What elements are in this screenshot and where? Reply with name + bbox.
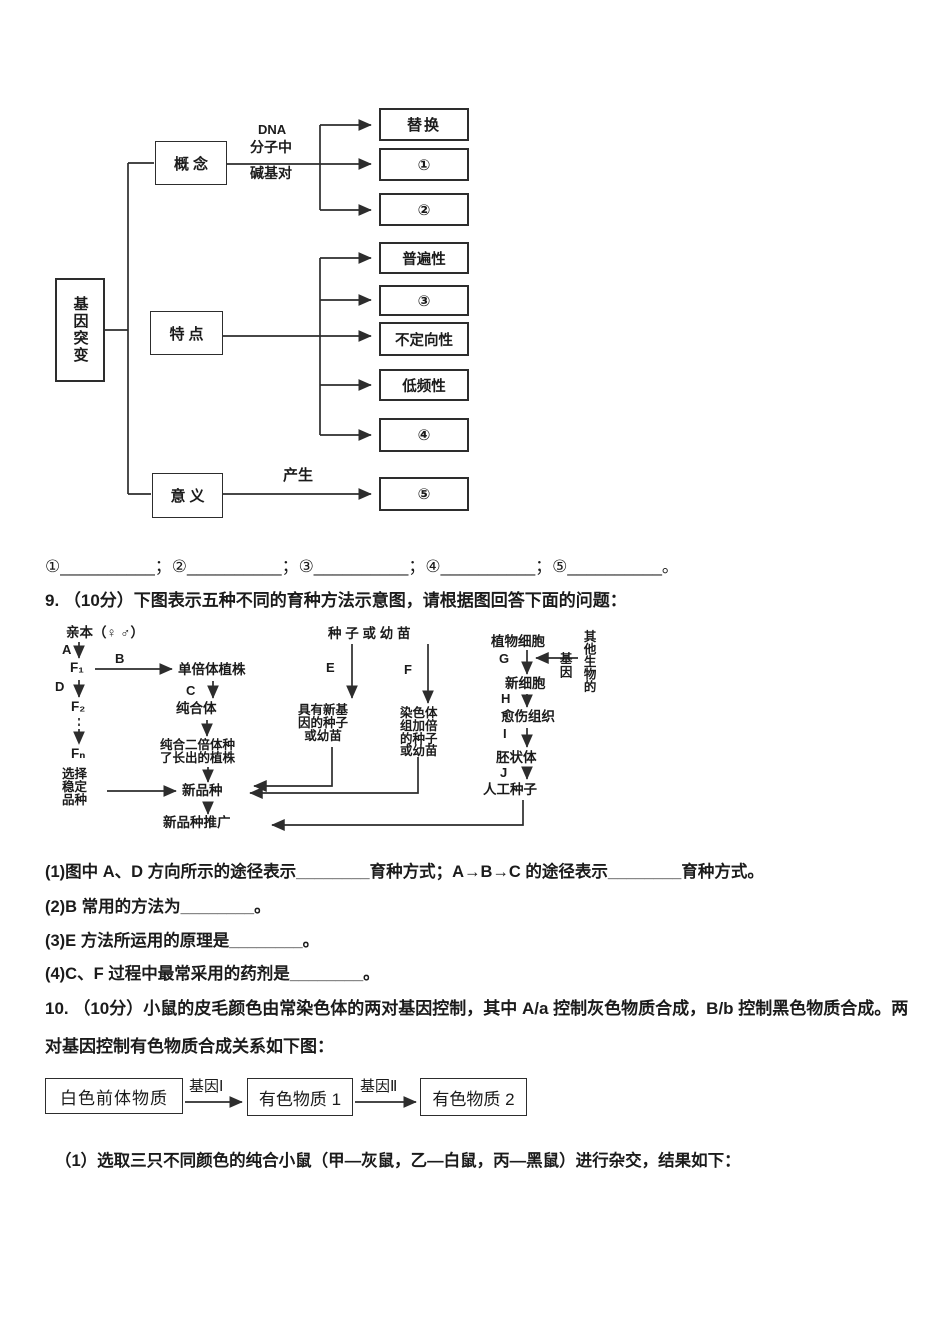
q9-node-homozygote: 纯合体: [176, 701, 217, 716]
q9-new-gene-seed-line2: 因的种子: [298, 715, 349, 730]
q9-select-stable-line1: 选择: [62, 767, 88, 781]
feature-target-box-4: ④: [379, 418, 469, 452]
q10-pathway-gene1-label: 基因Ⅰ: [189, 1078, 224, 1095]
q9-parents: 亲本（♀ ♂）: [66, 625, 145, 640]
q9-select-stable-line3: 品种: [62, 792, 88, 807]
q9-doubled-seed-line2: 组加倍: [400, 718, 438, 733]
q9-sub-question-1: (1)图中 A、D 方向所示的途径表示________育种方式；A→B→C 的途…: [45, 863, 764, 881]
q9-node-homo-diploid: 纯合二倍体种 了长出的植株: [160, 739, 235, 765]
q9-label-F: F: [404, 662, 412, 677]
q9-node-new-variety: 新品种: [182, 783, 223, 798]
q9-node-artificial-seed: 人工种子: [483, 782, 537, 797]
q9-label-H: H: [501, 691, 511, 706]
mutation-answer-blanks: ①__________；②__________；③__________；④___…: [45, 557, 679, 576]
concept-target-box-1: ①: [379, 148, 469, 181]
mutation-branch-concept-box: 概念: [155, 141, 227, 185]
q9-new-gene-seed-line1: 具有新基: [298, 703, 349, 717]
q9-label-G: G: [499, 651, 510, 666]
q9-label-gene: 基因: [557, 652, 572, 679]
q9-label-I: I: [503, 726, 507, 741]
q10-stem-line-2: 对基因控制有色物质合成关系如下图：: [45, 1037, 334, 1056]
q9-node-haploid-plant: 单倍体植株: [178, 662, 246, 677]
q9-label-A: A: [62, 642, 72, 657]
q9-node-plant-cell: 植物细胞: [491, 634, 545, 649]
q9-new-gene-seed-line3: 或幼苗: [304, 728, 342, 743]
q10-pathway-box-pigment2: 有色物质 2: [420, 1078, 527, 1116]
q10-stem-line-1: 10. （10分）小鼠的皮毛颜色由常染色体的两对基因控制，其中 A/a 控制灰色…: [45, 999, 909, 1018]
mutation-map-connectors: [105, 119, 372, 500]
concept-target-box-2: ②: [379, 193, 469, 226]
q9-label-other-organism: 其他生物的: [581, 630, 596, 693]
q9-label-J: J: [500, 765, 508, 780]
q9-doubled-seed-line4: 或幼苗: [400, 744, 438, 759]
q10-pathway-gene2-label: 基因Ⅱ: [360, 1078, 398, 1095]
q9-label-B: B: [115, 651, 125, 666]
q9-select-stable: 选择 稳定 品种: [62, 768, 87, 806]
concept-edge-label-line1: DNA: [258, 122, 287, 137]
q10-pathway-box-pigment1: 有色物质 1: [247, 1078, 353, 1116]
q9-doubled-seed-line1: 染色体: [400, 706, 438, 720]
mutation-branch-feature-box: 特点: [150, 311, 223, 355]
q10-pathway-box-precursor: 白色前体物质: [45, 1078, 183, 1114]
q9-node-doubled-seed: 染色体 组加倍 的种子 或幼苗: [400, 707, 438, 758]
meaning-edge-label: 产生: [283, 467, 314, 484]
feature-target-box-lowfrequency: 低频性: [379, 369, 469, 401]
concept-edge-label-line2: 分子中: [250, 139, 292, 155]
mutation-root-box: 基因突变: [55, 278, 105, 382]
feature-target-box-3: ③: [379, 285, 469, 316]
q9-node-callus: 愈伤组织: [501, 709, 555, 724]
q9-node-embryoid: 胚状体: [496, 750, 537, 765]
q10-sub-question-1: （1）选取三只不同颜色的纯合小鼠（甲—灰鼠，乙—白鼠，丙—黑鼠）进行杂交，结果如…: [55, 1152, 741, 1170]
q9-label-E: E: [326, 660, 335, 675]
q9-stem: 9. （10分）下图表示五种不同的育种方法示意图，请根据图回答下面的问题：: [45, 591, 627, 610]
q9-node-promotion: 新品种推广: [163, 815, 231, 830]
q9-node-new-gene-seed: 具有新基 因的种子 或幼苗: [298, 704, 348, 742]
feature-target-box-universality: 普遍性: [379, 242, 469, 274]
q9-doubled-seed-line3: 的种子: [400, 731, 438, 746]
q9-node-new-cell: 新细胞: [505, 676, 546, 691]
q9-sub-question-3: (3)E 方法所运用的原理是________。: [45, 932, 320, 950]
meaning-target-box-5: ⑤: [379, 477, 469, 511]
q9-node-seed-or-seedling: 种 子 或 幼 苗: [328, 626, 411, 641]
q9-select-stable-line2: 稳定: [62, 779, 88, 794]
q9-node-fn: Fₙ: [71, 746, 86, 761]
q9-homo-diploid-line1: 纯合二倍体种: [160, 738, 236, 752]
concept-edge-label-line3: 碱基对: [250, 165, 292, 181]
mutation-branch-meaning-box: 意义: [152, 473, 223, 518]
q9-sub-question-4: (4)C、F 过程中最常采用的药剂是________。: [45, 965, 380, 983]
feature-target-box-nondirectional: 不定向性: [379, 322, 469, 356]
concept-target-box-substitution: 替换: [379, 108, 469, 141]
q9-label-C: C: [186, 683, 196, 698]
q9-sub-question-2: (2)B 常用的方法为________。: [45, 898, 271, 916]
q9-node-f2: F₂: [71, 699, 86, 714]
q9-homo-diploid-line2: 了长出的植株: [160, 750, 236, 765]
q9-node-f1: F₁: [70, 660, 84, 675]
q9-label-D: D: [55, 679, 65, 694]
